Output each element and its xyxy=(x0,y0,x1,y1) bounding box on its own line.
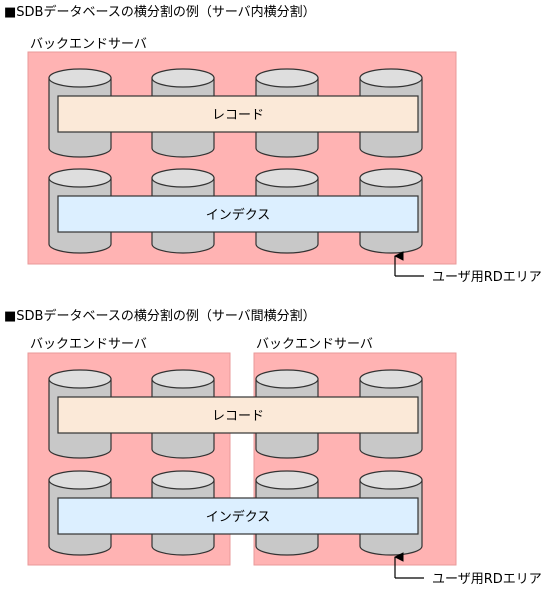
section1-index-label: インデクス xyxy=(206,207,271,223)
section1-record-bar xyxy=(57,95,419,133)
section1-server-label: バックエンドサーバ xyxy=(30,37,147,52)
section2-record-label: レコード xyxy=(212,409,264,424)
section2-callout-label: ユーザ用RDエリア xyxy=(432,572,542,587)
section2-record-bar xyxy=(57,396,419,434)
section1-heading: ■SDBデータベースの横分割の例（サーバ内横分割） xyxy=(4,4,316,20)
section1-record-label: レコード xyxy=(212,108,264,123)
section2-server-label-left: バックエンドサーバ xyxy=(30,337,147,352)
section2-callout-arrow xyxy=(394,552,424,579)
section1-callout-arrow xyxy=(394,251,424,277)
section2-index-label: インデクス xyxy=(206,509,271,525)
section1-index-bar xyxy=(57,195,419,233)
section2-server-label-right: バックエンドサーバ xyxy=(256,337,373,352)
section2-heading: ■SDBデータベースの横分割の例（サーバ間横分割） xyxy=(4,308,316,324)
section1-callout-label: ユーザ用RDエリア xyxy=(432,270,542,285)
section2-index-bar xyxy=(57,497,419,535)
